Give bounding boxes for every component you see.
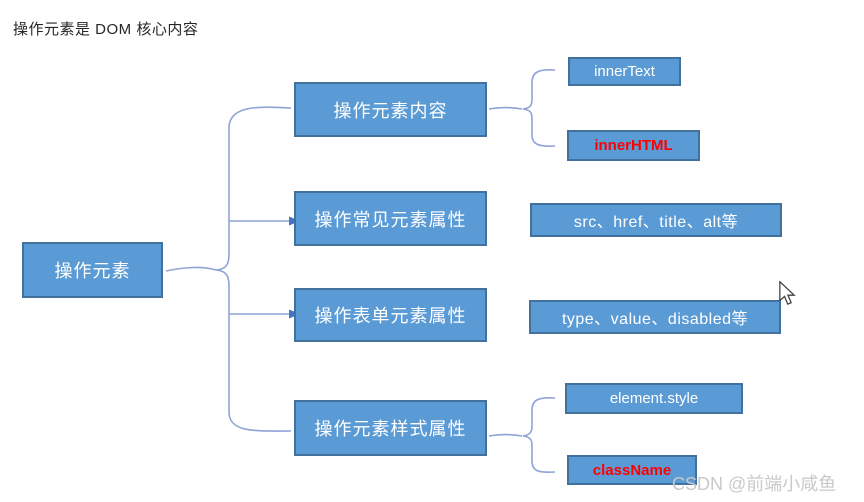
node-leaf-classname: className <box>567 455 697 485</box>
node-branch-label: 操作元素内容 <box>333 100 448 121</box>
node-branch-label: 操作表单元素属性 <box>314 306 467 326</box>
branch-4-connector-line <box>488 433 523 437</box>
node-leaf-label: className <box>592 461 672 479</box>
watermark: CSDN @前端小咸鱼 <box>672 474 837 494</box>
node-branch-label: 操作常见元素属性 <box>314 209 467 230</box>
node-branch-style-attrs: 操作元素样式属性 <box>294 400 487 456</box>
node-branch-label: 操作元素样式属性 <box>314 419 467 439</box>
node-leaf-element-style: element.style <box>565 383 743 414</box>
branch-1-connector-line <box>488 106 523 110</box>
mouse-cursor-icon <box>779 281 796 305</box>
node-root-label: 操作元素 <box>54 261 131 281</box>
node-root: 操作元素 <box>22 242 163 298</box>
arrow-branch-3-icon <box>229 309 300 319</box>
big-brace-connector <box>215 106 292 432</box>
node-leaf-innerhtml: innerHTML <box>567 130 700 161</box>
node-leaf-innertext: innerText <box>568 57 681 86</box>
node-leaf-src-href-title-alt: src、href、title、alt等 <box>530 203 782 237</box>
node-leaf-label: type、value、disabled等 <box>561 311 749 328</box>
branch-1-brace-connector <box>522 69 556 147</box>
node-leaf-label: src、href、title、alt等 <box>573 214 739 231</box>
node-leaf-label: innerHTML <box>594 137 673 154</box>
node-branch-common-attrs: 操作常见元素属性 <box>294 191 487 246</box>
root-connector-line <box>165 266 217 272</box>
arrow-branch-2-icon <box>229 216 300 226</box>
branch-4-brace-connector <box>522 397 556 474</box>
node-branch-element-content: 操作元素内容 <box>294 82 487 137</box>
node-leaf-label: element.style <box>609 390 699 407</box>
node-branch-form-attrs: 操作表单元素属性 <box>294 288 487 342</box>
node-leaf-type-value-disabled: type、value、disabled等 <box>529 300 781 334</box>
page-title: 操作元素是 DOM 核心内容 <box>13 21 199 38</box>
node-leaf-label: innerText <box>594 63 655 80</box>
